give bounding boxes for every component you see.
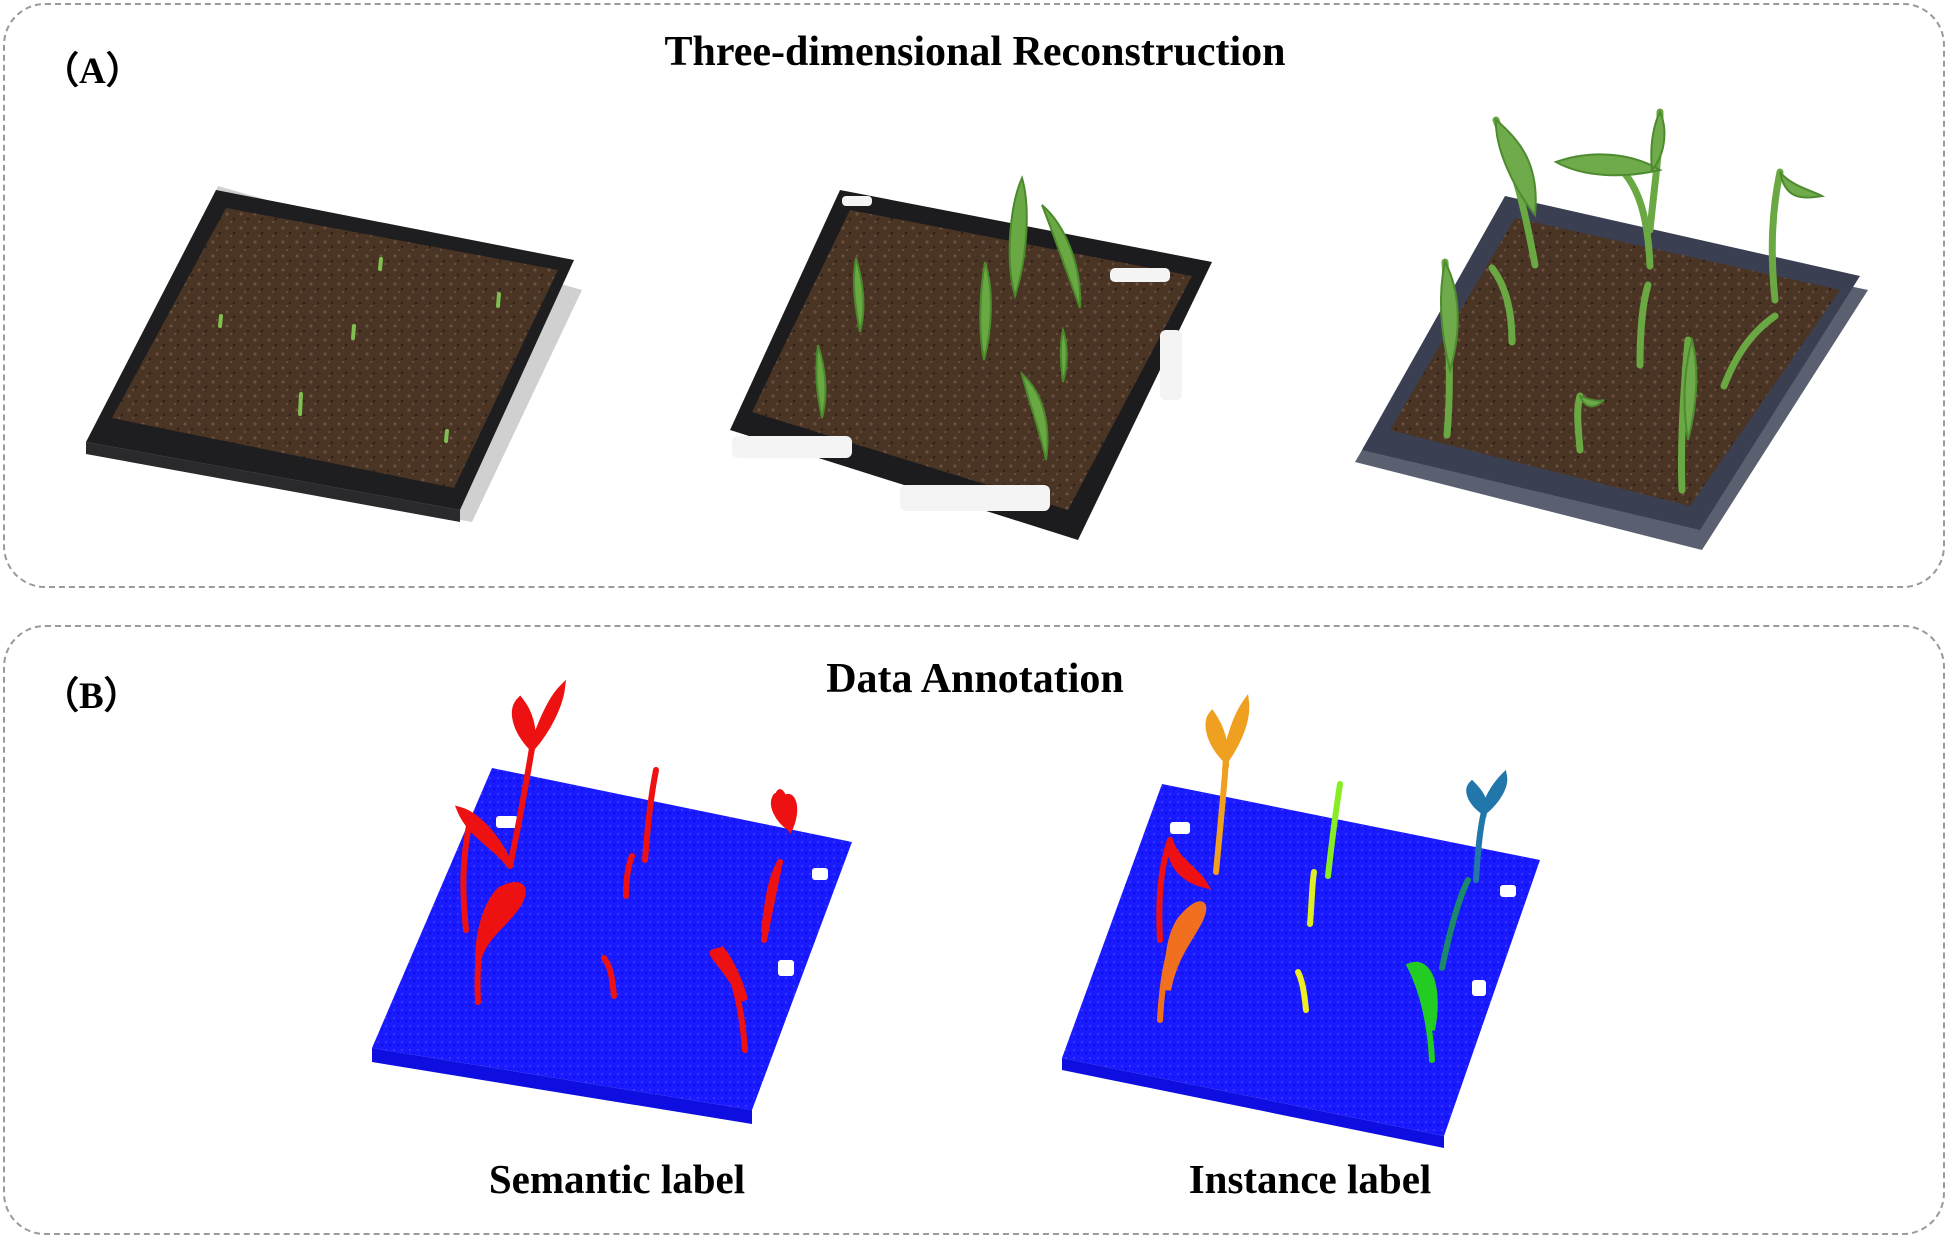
instance-plant-7 (1439, 877, 1471, 971)
tray-1-seedlings (218, 257, 501, 443)
caption-instance-label: Instance label (1188, 1156, 1432, 1202)
instance-plant-9 (1295, 969, 1309, 1013)
panel-a-title: Three-dimensional Reconstruction (664, 29, 1286, 75)
instance-plant-6 (1466, 769, 1508, 883)
tray-1-front-wall (86, 442, 460, 522)
instance-plant-1 (1205, 693, 1250, 875)
semantic-tray-cloud (372, 768, 852, 1110)
tray-stage-2 (730, 175, 1212, 540)
panel-reconstruction (3, 3, 1945, 588)
panel-annotation (3, 625, 1945, 1235)
tray-2-plants (815, 175, 1082, 461)
instance-plant-5 (1307, 869, 1317, 927)
instance-plant-3 (1157, 901, 1207, 1023)
tray-2-white-noise (732, 196, 1182, 511)
instance-plant-4 (1325, 781, 1343, 879)
pointcloud-semantic (372, 679, 852, 1124)
panel-b-title: Data Annotation (826, 656, 1124, 702)
panel-a-label: （A） (42, 51, 143, 92)
semantic-tray-rim (372, 1048, 752, 1124)
semantic-tray-holes (496, 816, 828, 976)
caption-semantic-label: Semantic label (488, 1156, 746, 1202)
tray-1-soil (112, 208, 558, 488)
pointcloud-instance (1062, 693, 1540, 1148)
tray-stage-3 (1355, 108, 1868, 550)
semantic-plants (454, 679, 798, 1053)
instance-plant-8 (1405, 961, 1438, 1063)
tray-3-leaves (1439, 109, 1826, 441)
tray-stage-1 (86, 186, 582, 522)
panel-b-label: （B） (42, 676, 141, 717)
instance-plant-2 (1156, 837, 1212, 943)
instance-tray-rim (1062, 1058, 1444, 1148)
instance-tray-holes (1170, 822, 1516, 996)
